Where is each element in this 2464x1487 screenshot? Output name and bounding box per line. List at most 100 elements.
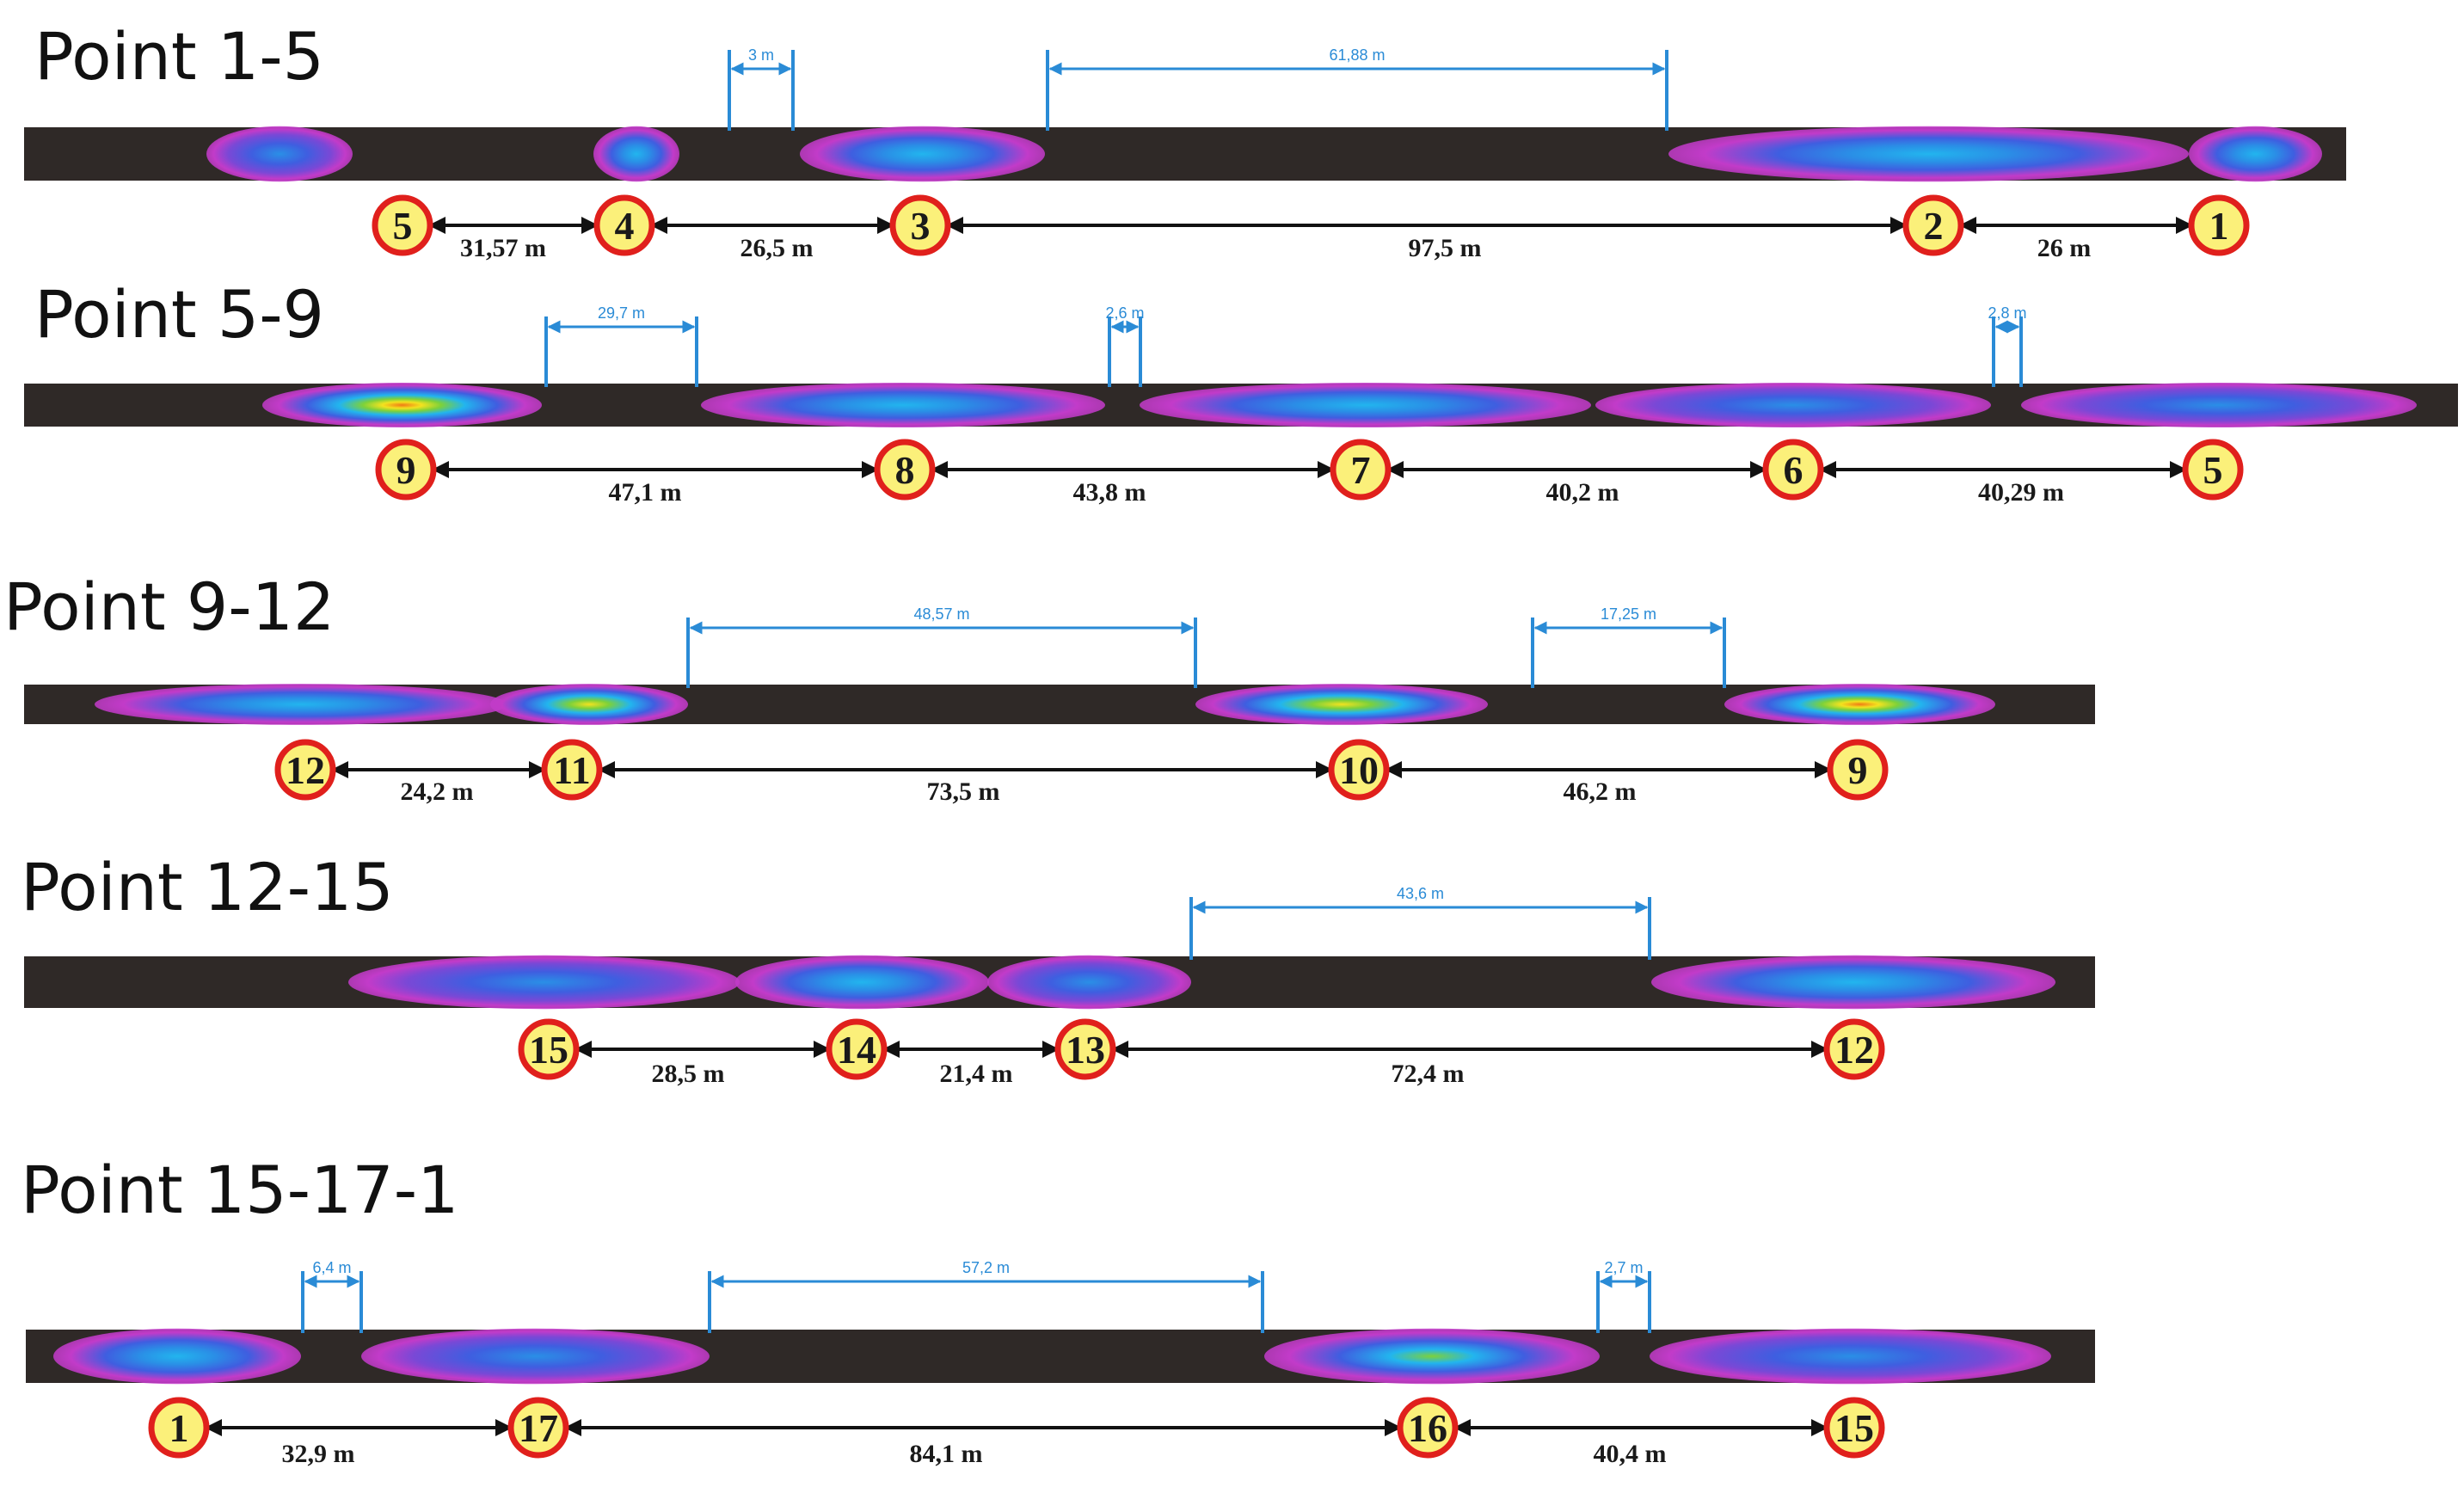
- point-number: 5: [2203, 448, 2223, 492]
- point-number: 1: [2209, 204, 2229, 248]
- point-marker: 15: [1823, 1397, 1885, 1459]
- point-number: 13: [1066, 1028, 1105, 1072]
- coverage-heatmap: [593, 126, 679, 182]
- point-marker: 5: [372, 194, 433, 256]
- coverage-heatmap: [206, 126, 353, 182]
- point-number: 2: [1924, 204, 1944, 248]
- section-title: Point 9-12: [3, 568, 335, 645]
- coverage-heatmap: [800, 126, 1045, 182]
- point-marker: 4: [593, 194, 655, 256]
- point-number: 3: [911, 204, 931, 248]
- gap-dimension: 2,7 m: [1596, 1259, 1651, 1333]
- point-number: 9: [396, 448, 416, 492]
- point-marker: 7: [1330, 439, 1392, 501]
- point-marker: 17: [507, 1397, 569, 1459]
- coverage-heatmap: [490, 684, 688, 725]
- coverage-heatmap: [348, 955, 740, 1010]
- point-number: 16: [1408, 1406, 1447, 1450]
- gap-dimension: 2,8 m: [1988, 304, 2027, 387]
- point-number: 12: [1834, 1028, 1874, 1072]
- point-number: 7: [1351, 448, 1371, 492]
- coverage-heatmap: [2021, 383, 2417, 427]
- distance-label: 26 m: [2037, 234, 2092, 262]
- coverage-heatmap: [95, 684, 507, 725]
- point-marker: 9: [1827, 739, 1889, 801]
- gap-label: 57,2 m: [962, 1259, 1010, 1276]
- distance-label: 40,29 m: [1978, 478, 2064, 507]
- coverage-heatmap: [701, 383, 1105, 427]
- section-title: Point 12-15: [21, 849, 394, 925]
- point-marker: 6: [1762, 439, 1824, 501]
- distance-label: 43,8 m: [1073, 478, 1146, 507]
- point-number: 9: [1848, 748, 1868, 792]
- section-title: Point 1-5: [34, 18, 324, 95]
- distance-label: 46,2 m: [1564, 777, 1637, 806]
- gap-label: 6,4 m: [312, 1259, 351, 1276]
- point-number: 11: [553, 748, 590, 792]
- gap-dimension: 57,2 m: [708, 1259, 1264, 1333]
- coverage-heatmap: [361, 1328, 710, 1385]
- point-number: 17: [519, 1406, 558, 1450]
- distance-label: 32,9 m: [282, 1440, 355, 1468]
- point-marker: 16: [1397, 1397, 1459, 1459]
- gap-label: 43,6 m: [1397, 885, 1444, 902]
- distance-label: 28,5 m: [652, 1060, 725, 1088]
- distance-label: 24,2 m: [401, 777, 474, 806]
- coverage-heatmap: [1724, 684, 1995, 725]
- section-title: Point 5-9: [34, 276, 324, 353]
- point-marker: 13: [1054, 1018, 1116, 1080]
- coverage-heatmap: [987, 955, 1191, 1010]
- point-number: 15: [529, 1028, 568, 1072]
- gap-label: 3 m: [748, 46, 774, 64]
- coverage-heatmap: [2189, 126, 2322, 182]
- coverage-heatmap: [53, 1328, 301, 1385]
- gap-dimension: 61,88 m: [1046, 46, 1668, 131]
- gap-dimension: 17,25 m: [1531, 605, 1726, 688]
- gap-label: 17,25 m: [1601, 605, 1656, 623]
- point-number: 6: [1784, 448, 1803, 492]
- gap-label: 29,7 m: [598, 304, 645, 322]
- point-marker: 12: [1823, 1018, 1885, 1080]
- coverage-heatmap: [1651, 955, 2055, 1010]
- point-marker: 15: [518, 1018, 580, 1080]
- gap-label: 2,7 m: [1604, 1259, 1643, 1276]
- gap-dimension: 29,7 m: [544, 304, 698, 387]
- distance-label: 31,57 m: [460, 234, 546, 262]
- point-marker: 11: [541, 739, 603, 801]
- gap-label: 61,88 m: [1329, 46, 1385, 64]
- point-marker: 14: [826, 1018, 888, 1080]
- point-marker: 1: [2188, 194, 2250, 256]
- coverage-heatmap: [735, 955, 989, 1010]
- coverage-heatmap: [1650, 1328, 2051, 1385]
- distance-label: 73,5 m: [927, 777, 1000, 806]
- coverage-heatmap: [262, 383, 542, 427]
- gap-label: 48,57 m: [913, 605, 969, 623]
- point-marker: 10: [1328, 739, 1390, 801]
- gap-dimension: 48,57 m: [686, 605, 1197, 688]
- point-number: 1: [169, 1406, 189, 1450]
- point-marker: 5: [2182, 439, 2244, 501]
- gap-label: 2,8 m: [1988, 304, 2026, 322]
- coverage-heatmap: [1264, 1328, 1600, 1385]
- distance-label: 72,4 m: [1392, 1060, 1465, 1088]
- distance-label: 97,5 m: [1409, 234, 1482, 262]
- gap-dimension: 43,6 m: [1189, 885, 1651, 960]
- point-marker: 3: [889, 194, 951, 256]
- coverage-heatmap: [1195, 684, 1488, 725]
- distance-label: 84,1 m: [910, 1440, 983, 1468]
- point-marker: 2: [1902, 194, 1964, 256]
- gap-dimension: 2,6 m: [1105, 304, 1145, 387]
- section-3: Point 9-12 48,57 m 17,25 m 24,2 m 73,5 m 46,2…: [3, 568, 2095, 806]
- gap-dimension: 6,4 m: [301, 1259, 363, 1333]
- coverage-heatmap: [1668, 126, 2189, 182]
- coverage-heatmap: [1595, 383, 1991, 427]
- point-number: 10: [1339, 748, 1379, 792]
- point-number: 4: [615, 204, 635, 248]
- point-number: 5: [393, 204, 413, 248]
- distance-label: 40,4 m: [1594, 1440, 1667, 1468]
- distance-label: 26,5 m: [740, 234, 814, 262]
- section-1: Point 1-5 3 m 61,88 m 31,57 m 26,5 m 97,5 m 26…: [24, 18, 2346, 262]
